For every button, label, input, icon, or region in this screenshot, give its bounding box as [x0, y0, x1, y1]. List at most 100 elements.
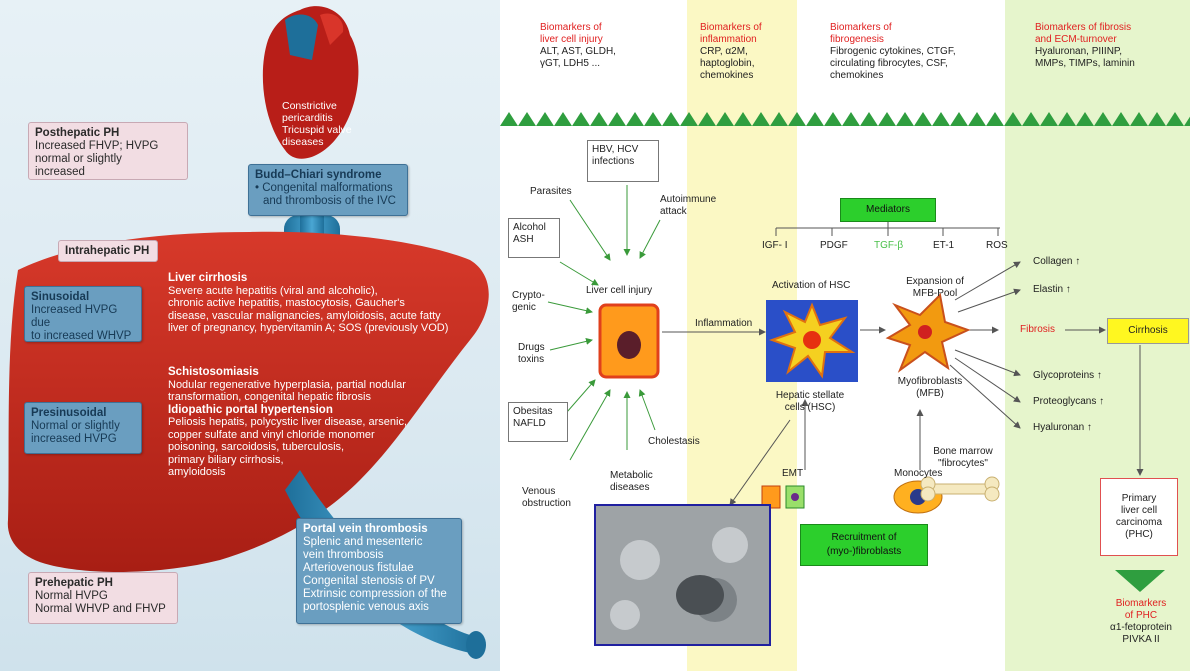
schisto-line: transformation, congenital hepatic fibro… — [168, 391, 371, 403]
divider-triangle — [842, 112, 860, 126]
bm-injury-title: liver cell injury — [540, 34, 603, 45]
recruitment-line: Recruitment of — [831, 532, 897, 543]
mediators-box: Mediators — [840, 198, 936, 222]
portal-vein-box: Portal vein thrombosis Splenic and mesen… — [296, 518, 462, 624]
hbv-box: HBV, HCV infections — [587, 140, 659, 182]
monocytes-label: Monocytes — [894, 468, 943, 479]
mediator-igf: IGF- I — [762, 240, 788, 251]
cryptogenic-label: Crypto- genic — [512, 290, 545, 314]
cirrhosis-text: Liver cirrhosis Severe acute hepatitis (… — [168, 272, 488, 335]
sinusoidal-box: Sinusoidal Increased HVPG due to increas… — [24, 286, 142, 342]
drugs-line: toxins — [518, 354, 545, 365]
divider-triangle — [644, 112, 662, 126]
divider-triangle — [1022, 112, 1040, 126]
schisto-title: Schistosomiasis — [168, 366, 259, 378]
phc-triangle — [1115, 570, 1165, 592]
alcohol-line: ASH — [513, 234, 534, 245]
prehepatic-line: Normal HVPG — [35, 590, 108, 602]
divider-triangle — [716, 112, 734, 126]
bm-fibrosis: Biomarkers of fibrosis and ECM-turnover … — [1035, 22, 1185, 70]
hsc-line: cells (HSC) — [784, 402, 836, 413]
liver-cell-injury-label: Liver cell injury — [586, 285, 653, 296]
biomarker-divider — [500, 112, 1190, 126]
output-proteoglycans: Proteoglycans ↑ — [1033, 396, 1105, 407]
bm-phc-title: of PHC — [1124, 610, 1158, 621]
myofibro-line: (MFB) — [916, 388, 944, 399]
bm-injury: Biomarkers of liver cell injury ALT, AST… — [540, 22, 680, 70]
drugs-label: Drugs toxins — [518, 342, 545, 366]
expansion-label: Expansion of MFB-Pool — [900, 276, 970, 300]
divider-triangle — [590, 112, 608, 126]
output-hyaluronan: Hyaluronan ↑ — [1033, 422, 1092, 433]
stellate-cell-icon — [766, 300, 858, 382]
posthepatic-line: Increased FHVP; HVPG — [35, 140, 159, 152]
expansion-line: Expansion of — [906, 276, 964, 287]
portal-vein-line: Extrinsic compression of the — [303, 588, 447, 600]
portal-vein-line: portosplenic venous axis — [303, 601, 429, 613]
output-glycoproteins: Glycoproteins ↑ — [1033, 370, 1102, 381]
bm-phc-title: Biomarkers — [1115, 598, 1167, 609]
mediators-label: Mediators — [866, 204, 910, 215]
phc-line: (PHC) — [1125, 529, 1153, 540]
cirrhosis-line: liver of pregnancy, hypervitamin A; SOS … — [168, 322, 449, 334]
divider-triangle — [608, 112, 626, 126]
phc-line: carcinoma — [1115, 517, 1163, 528]
idiopathic-line: amyloidosis — [168, 466, 226, 478]
hbv-line: infections — [592, 156, 635, 167]
inflammation-label: Inflammation — [695, 318, 753, 329]
emt-label: EMT — [782, 468, 804, 479]
bm-fibrosis-title: Biomarkers of fibrosis — [1035, 22, 1132, 33]
divider-triangle — [932, 112, 950, 126]
bm-phc-line: α1-fetoprotein — [1110, 622, 1172, 633]
schisto-line: Nodular regenerative hyperplasia, partia… — [168, 378, 406, 391]
divider-triangle — [788, 112, 806, 126]
phc-line: liver cell — [1120, 505, 1158, 516]
alcohol-box: Alcohol ASH — [508, 218, 560, 258]
alcohol-line: Alcohol — [513, 222, 546, 233]
micrograph-image — [594, 504, 771, 646]
budd-chiari-box: Budd–Chiari syndrome • Congenital malfor… — [248, 164, 408, 216]
divider-triangle — [518, 112, 536, 126]
heart-line: Constrictive — [282, 100, 337, 112]
bm-injury-title: Biomarkers of — [540, 22, 602, 33]
idiopathic-line: poisoning, sarcoidosis, tuberculosis, — [168, 441, 345, 453]
bm-fibrosis-line: MMPs, TIMPs, laminin — [1035, 58, 1135, 69]
hsc-line: Hepatic stellate — [775, 390, 845, 401]
divider-triangle — [734, 112, 752, 126]
divider-triangle — [1148, 112, 1166, 126]
presinusoidal-box: Presinusoidal Normal or slightly increas… — [24, 402, 142, 454]
myofibroblast-icon — [885, 292, 971, 373]
budd-chiari-line: • Congenital malformations — [255, 182, 393, 194]
bm-inflammation-line: CRP, α2M, — [700, 46, 748, 57]
divider-triangle — [1040, 112, 1058, 126]
heart-line: diseases — [282, 136, 324, 148]
metabolic-line: Metabolic — [610, 470, 653, 481]
obesitas-line: NAFLD — [513, 418, 546, 429]
hepatocyte-icon — [598, 303, 660, 379]
divider-triangle — [662, 112, 680, 126]
bm-injury-line: ALT, AST, GLDH, — [540, 46, 616, 57]
mediator-pdgf: PDGF — [820, 240, 848, 251]
sinusoidal-line: to increased WHVP — [31, 330, 132, 342]
autoimmune-line: Autoimmune — [660, 194, 717, 205]
autoimmune-line: attack — [660, 206, 687, 217]
bm-fibrogenesis-line: circulating fibrocytes, CSF, — [830, 58, 948, 69]
divider-triangle — [806, 112, 824, 126]
venous-label: Venous obstruction — [522, 486, 571, 510]
cryptogenic-line: Crypto- — [512, 290, 545, 301]
divider-triangle — [824, 112, 842, 126]
autoimmune-label: Autoimmune attack — [660, 194, 716, 218]
bm-fibrogenesis-title: Biomarkers of — [830, 22, 892, 33]
divider-triangle — [752, 112, 770, 126]
bm-inflammation-line: chemokines — [700, 70, 754, 81]
bm-fibrosis-line: Hyaluronan, PIIINP, — [1035, 46, 1123, 57]
idiopathic-line: Peliosis hepatis, polycystic liver disea… — [168, 416, 408, 428]
divider-triangle — [1112, 112, 1130, 126]
output-elastin: Elastin ↑ — [1033, 284, 1071, 295]
bm-inflammation-title: Biomarkers of — [700, 22, 762, 33]
idiopathic-line: copper sulfate and vinyl chloride monome… — [168, 428, 375, 441]
heart-causes-text: Constrictive pericarditis Tricuspid valv… — [282, 100, 382, 148]
intrahepatic-box: Intrahepatic PH — [58, 240, 158, 262]
budd-chiari-line: and thrombosis of the IVC — [263, 195, 396, 207]
divider-triangle — [572, 112, 590, 126]
